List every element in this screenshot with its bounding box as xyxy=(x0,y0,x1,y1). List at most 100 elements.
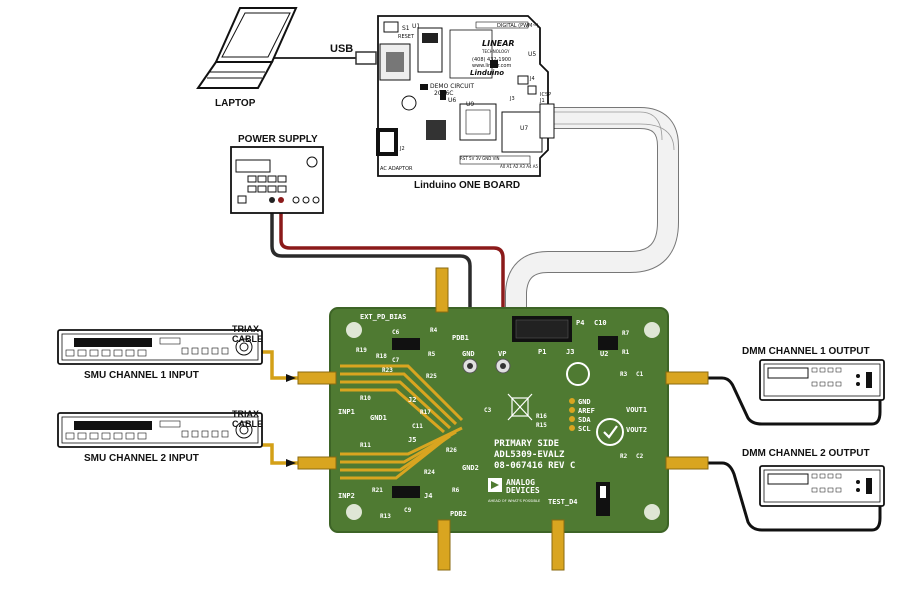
eb-r24: R24 xyxy=(424,469,435,476)
eb-vout1: VOUT1 xyxy=(626,406,647,414)
eb-r17: R17 xyxy=(420,409,431,416)
linduino-power-pins: RST 5V 3V GND VIN xyxy=(460,156,500,161)
eb-r6: R6 xyxy=(452,487,460,494)
eb-r26: R26 xyxy=(446,447,457,454)
eb-ext-pd-bias: EXT_PD_BIAS xyxy=(360,313,406,321)
linduino-s1: S1 xyxy=(402,25,410,32)
eb-test-d4: TEST_D4 xyxy=(548,498,578,506)
smu2-label: SMU CHANNEL 2 INPUT xyxy=(84,453,199,464)
eb-c2: C2 xyxy=(636,453,644,460)
eb-r7: R7 xyxy=(622,330,630,337)
eb-j5: J5 xyxy=(408,436,416,444)
linduino-u6: U6 xyxy=(448,97,456,104)
linduino-analog-pins: A0 A1 A2 A3 A4 A5 xyxy=(500,164,539,169)
triax1-label-line2: CABLE xyxy=(232,334,263,344)
linduino-web: www.linear.com xyxy=(472,63,511,69)
eb-c11: C11 xyxy=(412,423,423,430)
eb-j2: J2 xyxy=(408,396,416,404)
eb-scl-pin: SCL xyxy=(578,425,591,433)
eb-j4: J4 xyxy=(424,492,432,500)
eb-r11: R11 xyxy=(360,442,371,449)
eb-pdb1: PDB1 xyxy=(452,334,469,342)
eb-u2: U2 xyxy=(600,350,608,358)
dmm-channel-1 xyxy=(759,359,885,401)
usb-cable xyxy=(268,51,377,65)
eb-board-name: ADL5309-EVALZ xyxy=(494,450,565,460)
eb-r10: R10 xyxy=(360,395,371,402)
eb-analog2: DEVICES xyxy=(506,486,540,495)
linduino-j3: J3 xyxy=(509,96,515,102)
linduino-demo1: DEMO CIRCUIT xyxy=(430,83,474,90)
eb-r2: R2 xyxy=(620,453,628,460)
eb-aref-pin: AREF xyxy=(578,407,595,415)
smu-channel-1 xyxy=(57,329,263,365)
eb-j3-top: J3 xyxy=(566,348,574,356)
eb-sda-pin: SDA xyxy=(578,416,591,424)
linduino-demo2: 2026C xyxy=(434,90,453,97)
laptop-label: LAPTOP xyxy=(215,98,256,109)
smu1-label: SMU CHANNEL 1 INPUT xyxy=(84,370,199,381)
eb-r3: R3 xyxy=(620,371,628,378)
eb-vout2: VOUT2 xyxy=(626,426,647,434)
laptop xyxy=(196,7,298,89)
dmm-channel-2 xyxy=(759,465,885,507)
eb-inp1: INP1 xyxy=(338,408,355,416)
eb-r1: R1 xyxy=(622,349,630,356)
power-leads xyxy=(270,195,505,366)
linduino-u5: U5 xyxy=(528,51,536,58)
eb-gnd1: GND1 xyxy=(370,414,387,422)
linduino-reset: RESET xyxy=(398,34,415,40)
ribbon-cable xyxy=(505,107,679,318)
eb-gnd2: GND2 xyxy=(462,464,479,472)
eb-inp2: INP2 xyxy=(338,492,355,500)
eb-r4: R4 xyxy=(430,327,438,334)
linduino-u7: U7 xyxy=(520,125,528,132)
linduino-u9: U9 xyxy=(466,101,474,108)
linduino-ac-adaptor: AC ADAPTOR xyxy=(380,166,413,172)
eb-analog1: ANALOG xyxy=(506,478,535,487)
triax-cables xyxy=(262,350,298,467)
eb-p1: P1 xyxy=(538,348,546,356)
linduino-icsp: ICSP xyxy=(540,92,551,98)
eb-r21: R21 xyxy=(372,487,383,494)
smu-channel-2 xyxy=(57,412,263,448)
eb-gnd-pin: GND xyxy=(578,398,591,406)
power-supply xyxy=(230,146,324,214)
linduino-brand: Linduino xyxy=(470,69,504,77)
eb-r16: R16 xyxy=(536,413,547,420)
eb-r15: R15 xyxy=(536,422,547,429)
eb-c7: C7 xyxy=(392,357,400,364)
linduino-u1: U1 xyxy=(412,23,420,30)
triax2-label-line2: CABLE xyxy=(232,419,263,429)
eb-board-rev: 08-067416 REV C xyxy=(494,461,575,471)
eb-pdb2: PDB2 xyxy=(450,510,467,518)
eb-r18: R18 xyxy=(376,353,387,360)
eb-c10: C10 xyxy=(594,319,607,327)
linduino-technology: TECHNOLOGY xyxy=(481,49,510,54)
eb-r5: R5 xyxy=(428,351,436,358)
eb-r13: R13 xyxy=(380,513,391,520)
eb-r25: R25 xyxy=(426,373,437,380)
linduino-linear: LINEAR xyxy=(482,39,515,48)
linduino-j2: J2 xyxy=(399,146,405,152)
eb-p4: P4 xyxy=(576,319,584,327)
eb-c9: C9 xyxy=(404,507,412,514)
eb-tagline: AHEAD OF WHAT'S POSSIBLE xyxy=(488,499,541,503)
linduino-j4: J4 xyxy=(529,76,535,82)
linduino-j1: J1 xyxy=(539,98,545,104)
power-supply-label: POWER SUPPLY xyxy=(238,134,318,145)
usb-label: USB xyxy=(330,43,353,55)
dmm-cables xyxy=(708,376,882,532)
eb-primary-side: PRIMARY SIDE xyxy=(494,439,559,449)
eval-board xyxy=(297,267,709,571)
linduino-board xyxy=(376,15,555,177)
triax2-label-line1: TRIAX xyxy=(232,409,259,419)
eb-c3: C3 xyxy=(484,407,492,414)
linduino-phone: (408) 432-1900 xyxy=(472,57,511,63)
dmm1-label: DMM CHANNEL 1 OUTPUT xyxy=(742,346,870,357)
eb-c1: C1 xyxy=(636,371,644,378)
eb-r19: R19 xyxy=(356,347,367,354)
eb-vp: VP xyxy=(498,350,506,358)
eb-r23: R23 xyxy=(382,367,393,374)
